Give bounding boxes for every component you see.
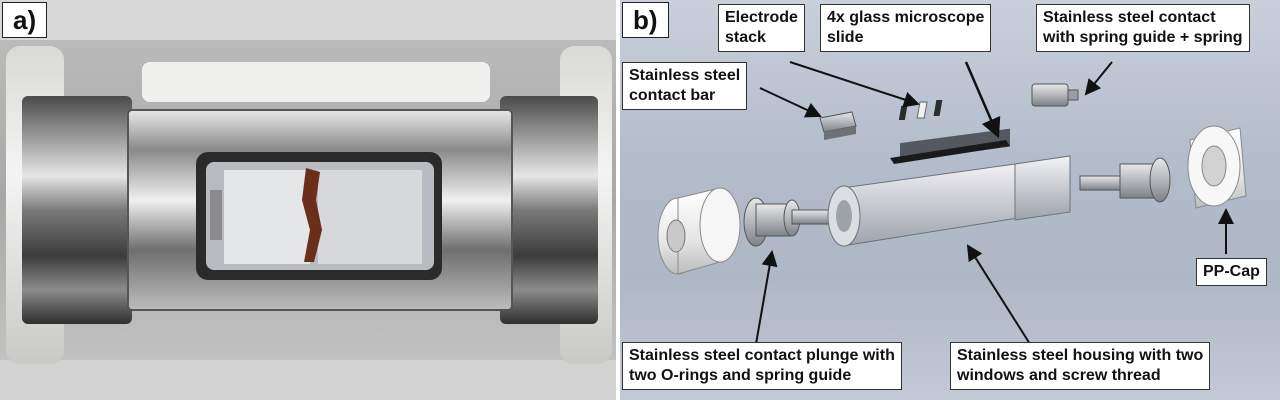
callout-glass-slide: 4x glass microscope slide <box>820 4 992 52</box>
pp-cap-left <box>657 187 741 275</box>
callout-pp-cap: PP-Cap <box>1196 258 1267 286</box>
housing-render <box>827 128 1071 247</box>
contact-plunge-right <box>1079 157 1171 203</box>
callout-housing: Stainless steel housing with two windows… <box>950 342 1211 390</box>
spring-contact-render <box>1031 83 1079 107</box>
photo-panel: a) <box>0 0 616 400</box>
exploded-view-render <box>657 83 1247 275</box>
contact-bar-render <box>819 111 857 140</box>
pp-cap-right <box>1187 125 1247 209</box>
contact-plunge-left <box>743 197 833 247</box>
panel-label-a: a) <box>2 2 48 38</box>
exploded-view-panel: b) <box>620 0 1280 400</box>
glass-slide-render <box>890 140 1010 164</box>
callout-electrode-stack: Electrode stack <box>718 4 805 52</box>
callout-spring-contact: Stainless steel contact with spring guid… <box>1036 4 1250 52</box>
callout-contact-plunge: Stainless steel contact plunge with two … <box>622 342 902 390</box>
callout-contact-bar: Stainless steel contact bar <box>622 62 748 110</box>
assembled-cell-photo <box>0 0 616 400</box>
electrode-stack-render <box>898 100 943 120</box>
panel-label-b: b) <box>622 2 669 38</box>
